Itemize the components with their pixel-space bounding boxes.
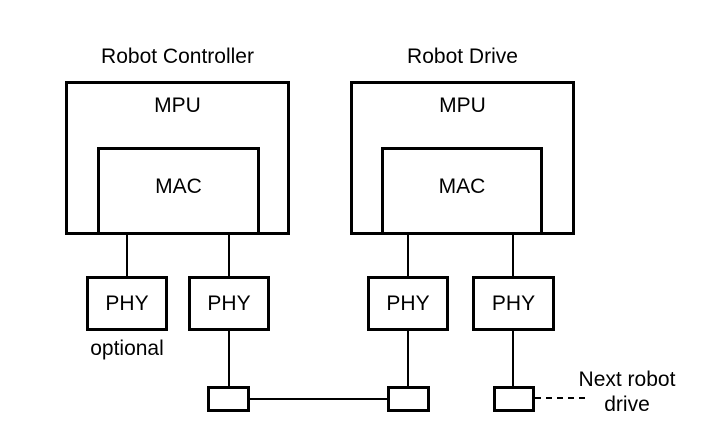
robot-drive-title: Robot Drive	[407, 45, 518, 68]
next-robot-drive-label-line2: drive	[604, 393, 650, 416]
phy-box-drive-right: PHY	[472, 276, 555, 331]
phy-label: PHY	[207, 291, 251, 315]
phy-label: PHY	[491, 291, 536, 315]
network-node-box-3	[493, 386, 535, 412]
phy-label: PHY	[105, 291, 149, 315]
phy4-node-connector	[512, 331, 514, 386]
robot-controller-title: Robot Controller	[101, 45, 254, 68]
controller-mac-box	[97, 147, 260, 235]
phy-label: PHY	[386, 291, 430, 315]
next-robot-drive-label-line1: Next robot	[578, 368, 676, 391]
network-node-box-2	[387, 386, 430, 412]
controller-mac-phy1-connector	[126, 235, 128, 276]
node1-node2-bus-line	[250, 398, 387, 400]
next-drive-dashed-line	[535, 397, 585, 399]
network-node-box-1	[207, 386, 250, 412]
phy-box-optional: PHY	[86, 276, 168, 331]
drive-mpu-label: MPU	[439, 94, 486, 117]
drive-mac-box	[381, 147, 543, 235]
phy-box-controller: PHY	[188, 276, 270, 331]
phy-box-drive-left: PHY	[367, 276, 449, 331]
controller-mpu-label: MPU	[154, 94, 201, 117]
drive-mac-phy4-connector	[512, 235, 514, 276]
drive-mac-phy3-connector	[407, 235, 409, 276]
drive-mac-label: MAC	[438, 175, 486, 198]
controller-mac-phy2-connector	[228, 235, 230, 276]
controller-mac-label: MAC	[155, 175, 202, 198]
phy3-node-connector	[407, 331, 409, 386]
next-robot-drive-label: Next robot drive	[575, 367, 679, 417]
optional-label: optional	[90, 337, 164, 360]
phy2-node-connector	[228, 331, 230, 386]
